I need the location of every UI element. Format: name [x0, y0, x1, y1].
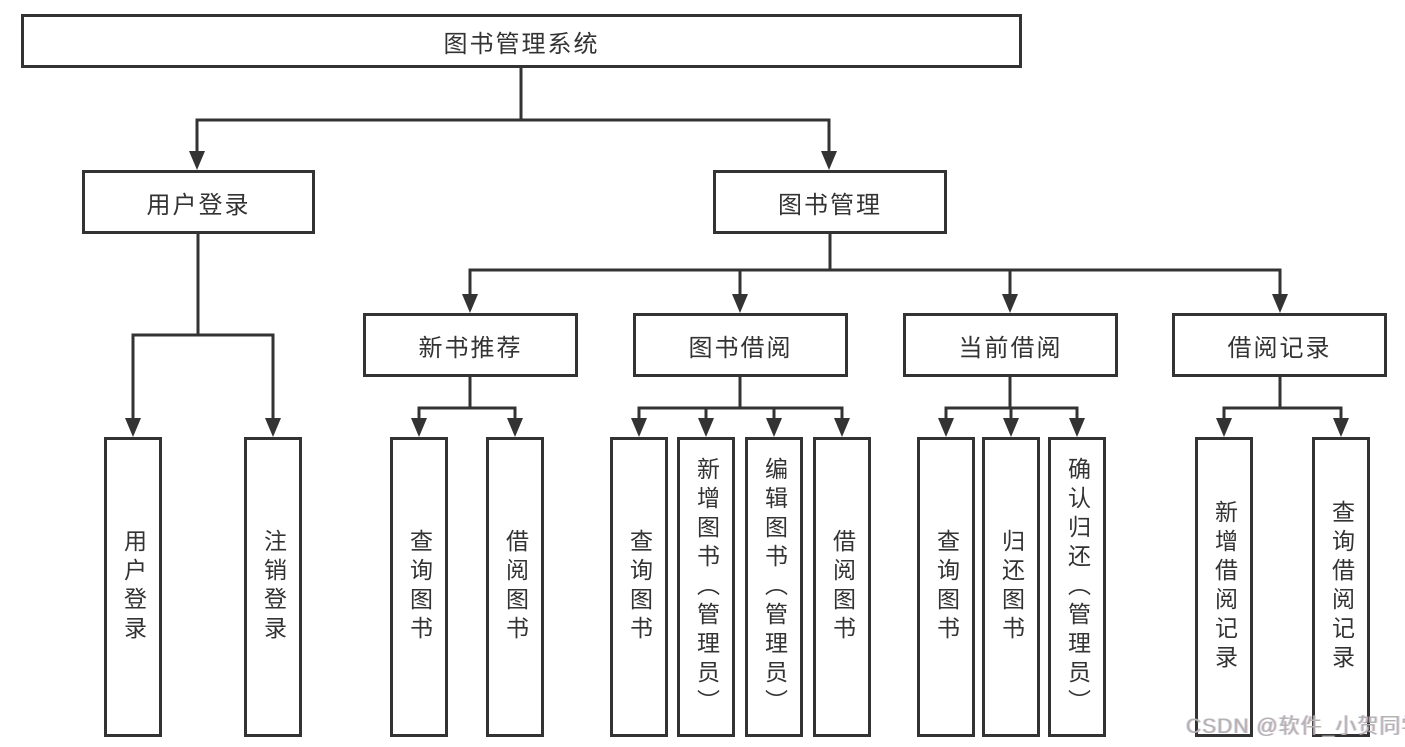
leaf-add-borrow-record-label: 新增借阅记录 — [1211, 500, 1238, 674]
leaf-query-books-recommend: 查询图书 — [390, 437, 448, 737]
leaf-confirm-return-admin-label: 确认归还（管理员） — [1064, 456, 1091, 718]
node-current-borrow: 当前借阅 — [903, 313, 1118, 377]
leaf-query-books-current: 查询图书 — [917, 437, 975, 737]
node-borrow-records: 借阅记录 — [1172, 313, 1387, 377]
leaf-logout-label: 注销登录 — [260, 529, 287, 645]
leaf-edit-books-admin: 编辑图书（管理员） — [745, 437, 803, 737]
node-new-book-recommend: 新书推荐 — [363, 313, 578, 377]
leaf-user-login: 用户登录 — [104, 437, 162, 737]
leaf-query-books-recommend-label: 查询图书 — [406, 529, 433, 645]
node-book-management: 图书管理 — [713, 170, 947, 234]
leaf-query-books-borrow: 查询图书 — [610, 437, 668, 737]
node-root-label: 图书管理系统 — [443, 30, 600, 58]
leaf-borrow-books-recommend-label: 借阅图书 — [502, 529, 529, 645]
leaf-return-books-label: 归还图书 — [998, 529, 1025, 645]
connector-book-mgmt-to-level3 — [462, 234, 1288, 313]
leaf-query-borrow-record-label: 查询借阅记录 — [1328, 500, 1355, 674]
node-book-borrow-label: 图书借阅 — [688, 334, 793, 362]
connector-new-books-to-leaves — [411, 377, 523, 437]
leaf-logout: 注销登录 — [244, 437, 302, 737]
node-user-login-label: 用户登录 — [146, 191, 251, 219]
leaf-borrow-books-label: 借阅图书 — [829, 529, 856, 645]
leaf-borrow-books: 借阅图书 — [813, 437, 871, 737]
leaf-return-books: 归还图书 — [982, 437, 1040, 737]
node-new-book-recommend-label: 新书推荐 — [418, 334, 523, 362]
leaf-query-borrow-record: 查询借阅记录 — [1312, 437, 1370, 737]
leaf-edit-books-admin-label: 编辑图书（管理员） — [761, 456, 788, 718]
leaf-confirm-return-admin: 确认归还（管理员） — [1048, 437, 1106, 737]
leaf-query-books-borrow-label: 查询图书 — [626, 529, 653, 645]
node-borrow-records-label: 借阅记录 — [1227, 334, 1332, 362]
connector-book-borrow-to-leaves — [631, 377, 850, 437]
connector-root-to-level2 — [189, 68, 837, 170]
node-book-borrow: 图书借阅 — [633, 313, 848, 377]
csdn-watermark-text: CSDN @软件_小贺同学 — [1186, 715, 1405, 738]
connector-user-login-to-leaves — [125, 234, 281, 437]
leaf-add-borrow-record: 新增借阅记录 — [1195, 437, 1253, 737]
leaf-add-books-admin-label: 新增图书（管理员） — [693, 456, 720, 718]
node-user-login: 用户登录 — [82, 170, 315, 234]
node-root-system: 图书管理系统 — [21, 14, 1022, 68]
leaf-user-login-label: 用户登录 — [120, 529, 147, 645]
connector-borrow-records-to-leaves — [1216, 377, 1349, 437]
node-current-borrow-label: 当前借阅 — [958, 334, 1063, 362]
leaf-borrow-books-recommend: 借阅图书 — [486, 437, 544, 737]
node-book-management-label: 图书管理 — [778, 191, 882, 219]
leaf-query-books-current-label: 查询图书 — [933, 529, 960, 645]
leaf-add-books-admin: 新增图书（管理员） — [677, 437, 735, 737]
connector-current-borrow-to-leaves — [938, 377, 1085, 437]
csdn-watermark: CSDN @软件_小贺同学 — [1186, 710, 1405, 740]
